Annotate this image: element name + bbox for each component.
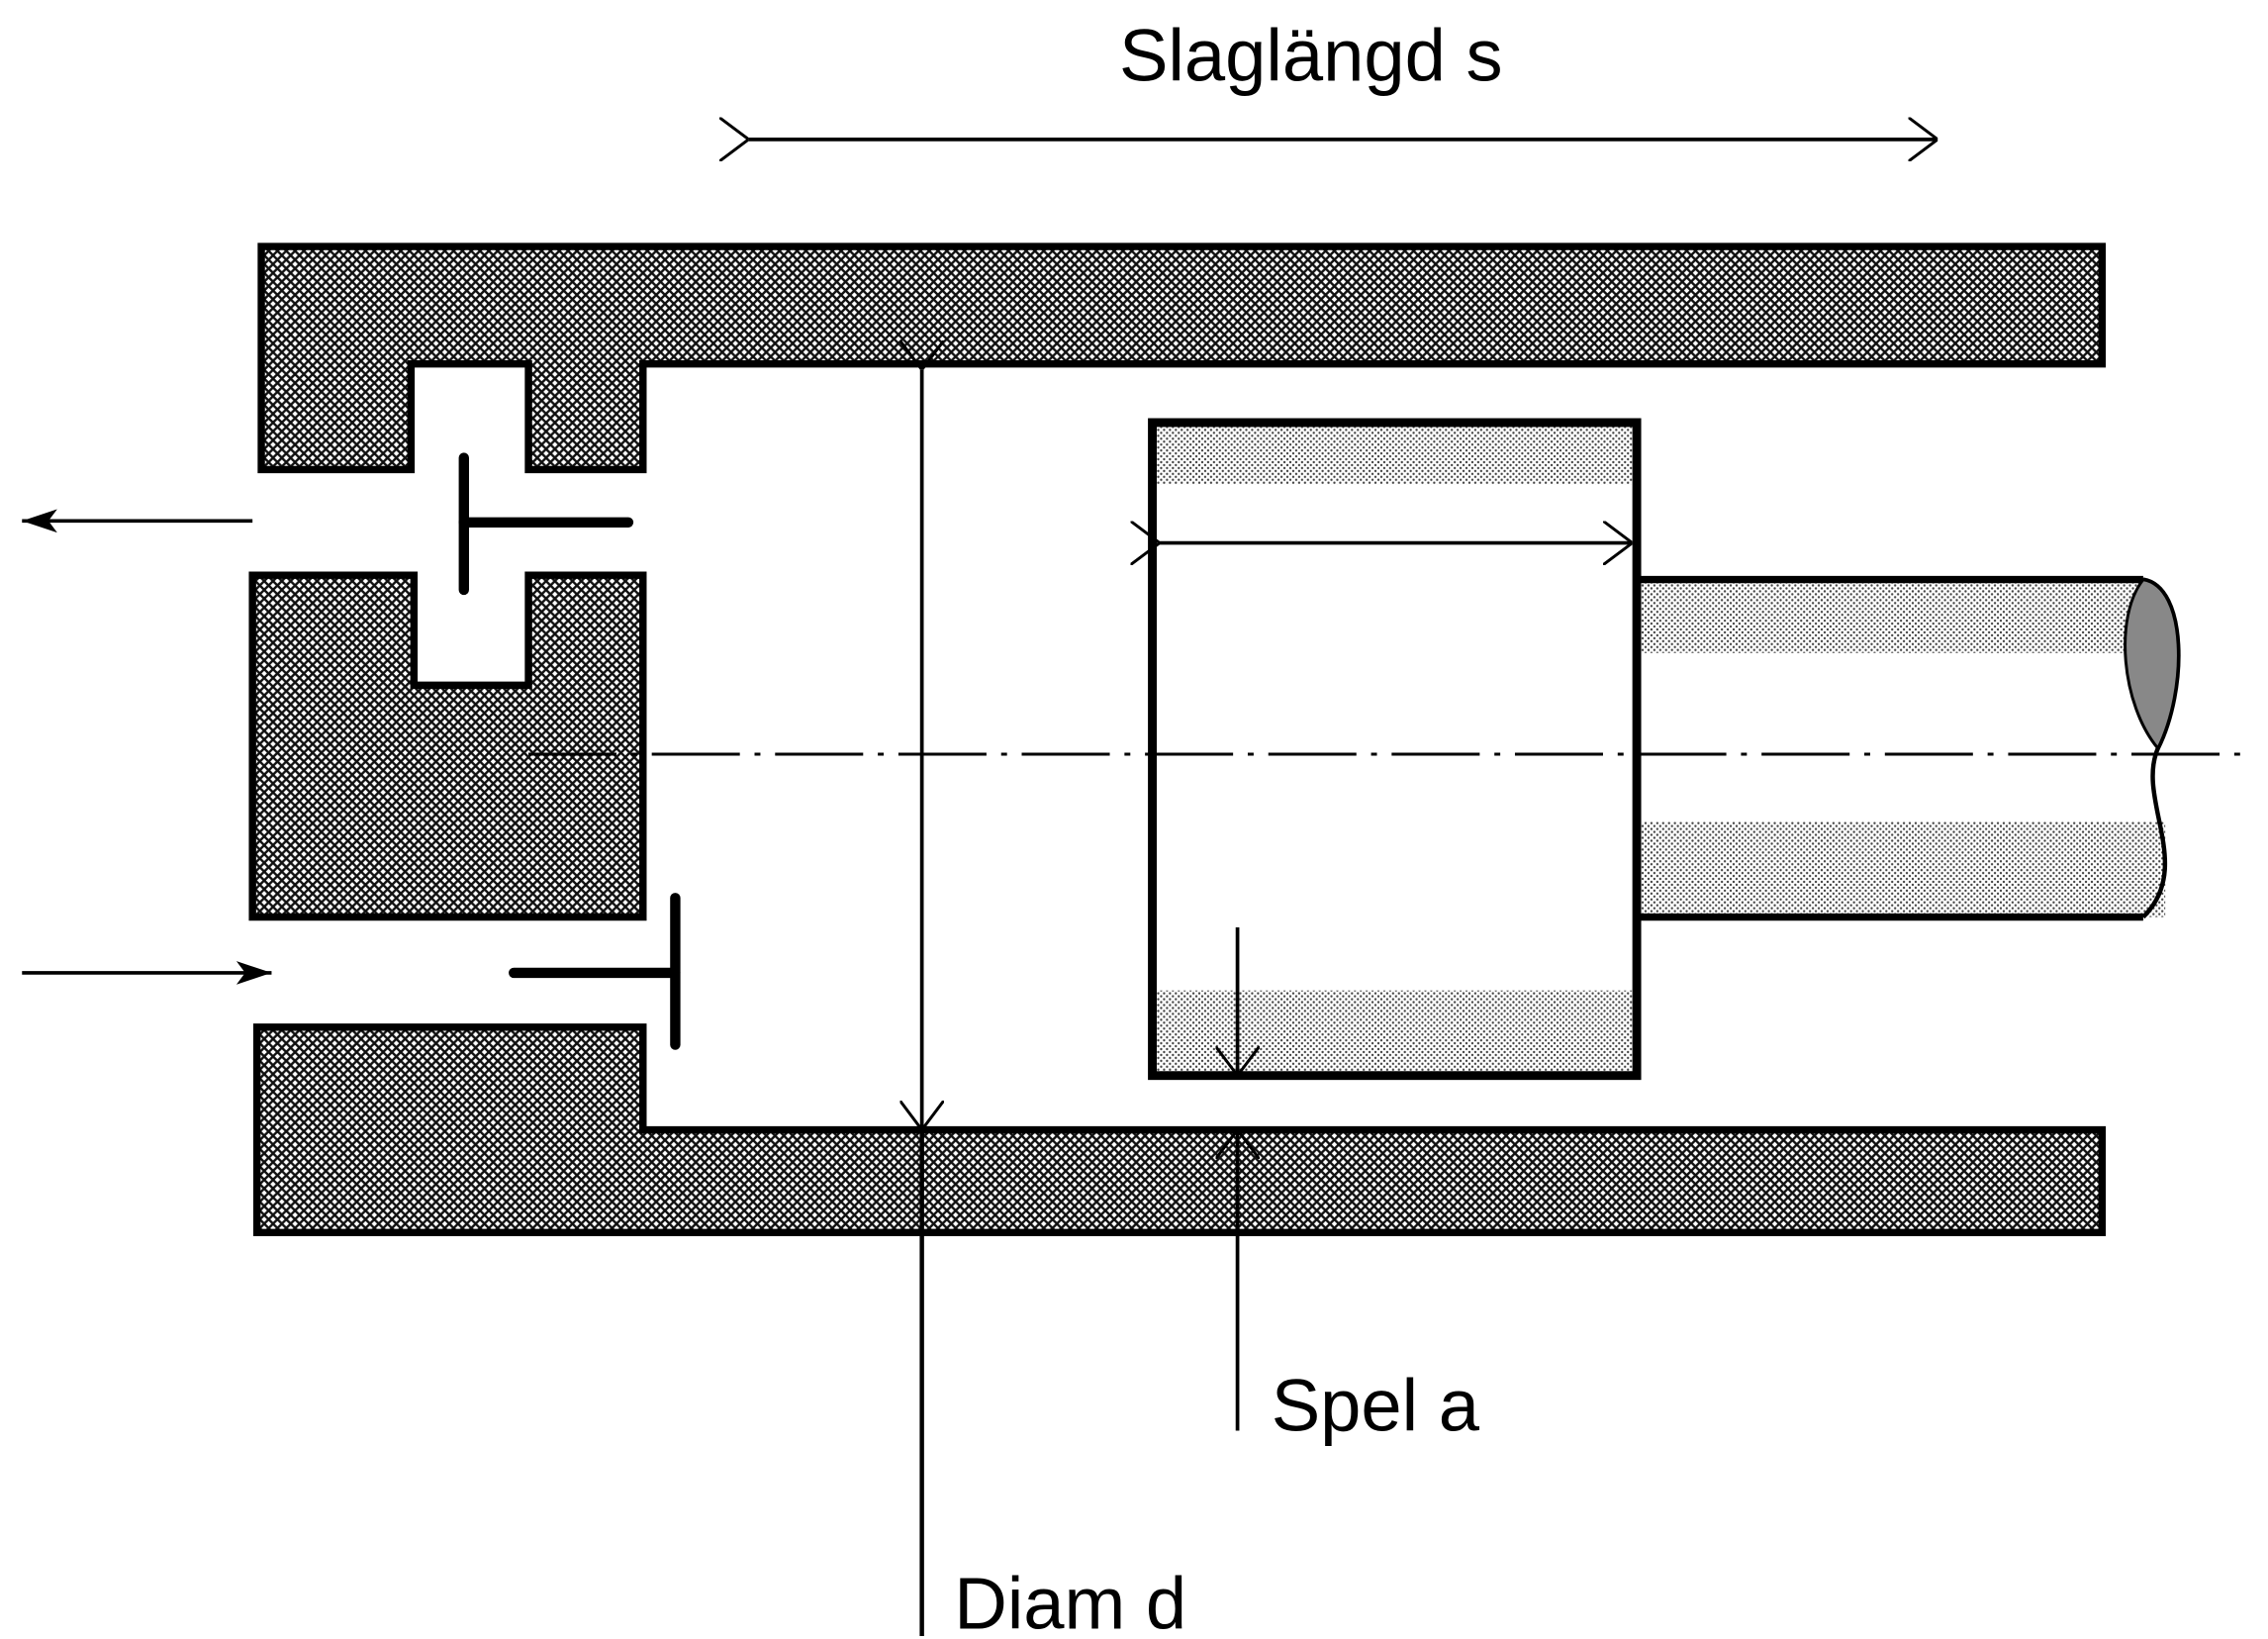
piston-rod — [1637, 575, 2181, 921]
cylinder-bottom-wall — [252, 1023, 2107, 1237]
diameter-label: Diam d — [954, 1563, 1186, 1639]
cylinder-head-block — [248, 571, 647, 921]
piston — [1148, 418, 1642, 1081]
cylinder-top-wall — [257, 242, 2107, 474]
stroke-label: Slaglängd s — [1119, 15, 1503, 97]
clearance-label: Spel a — [1272, 1365, 1480, 1447]
inlet-valve — [509, 893, 681, 1050]
exhaust-valve — [458, 452, 634, 596]
